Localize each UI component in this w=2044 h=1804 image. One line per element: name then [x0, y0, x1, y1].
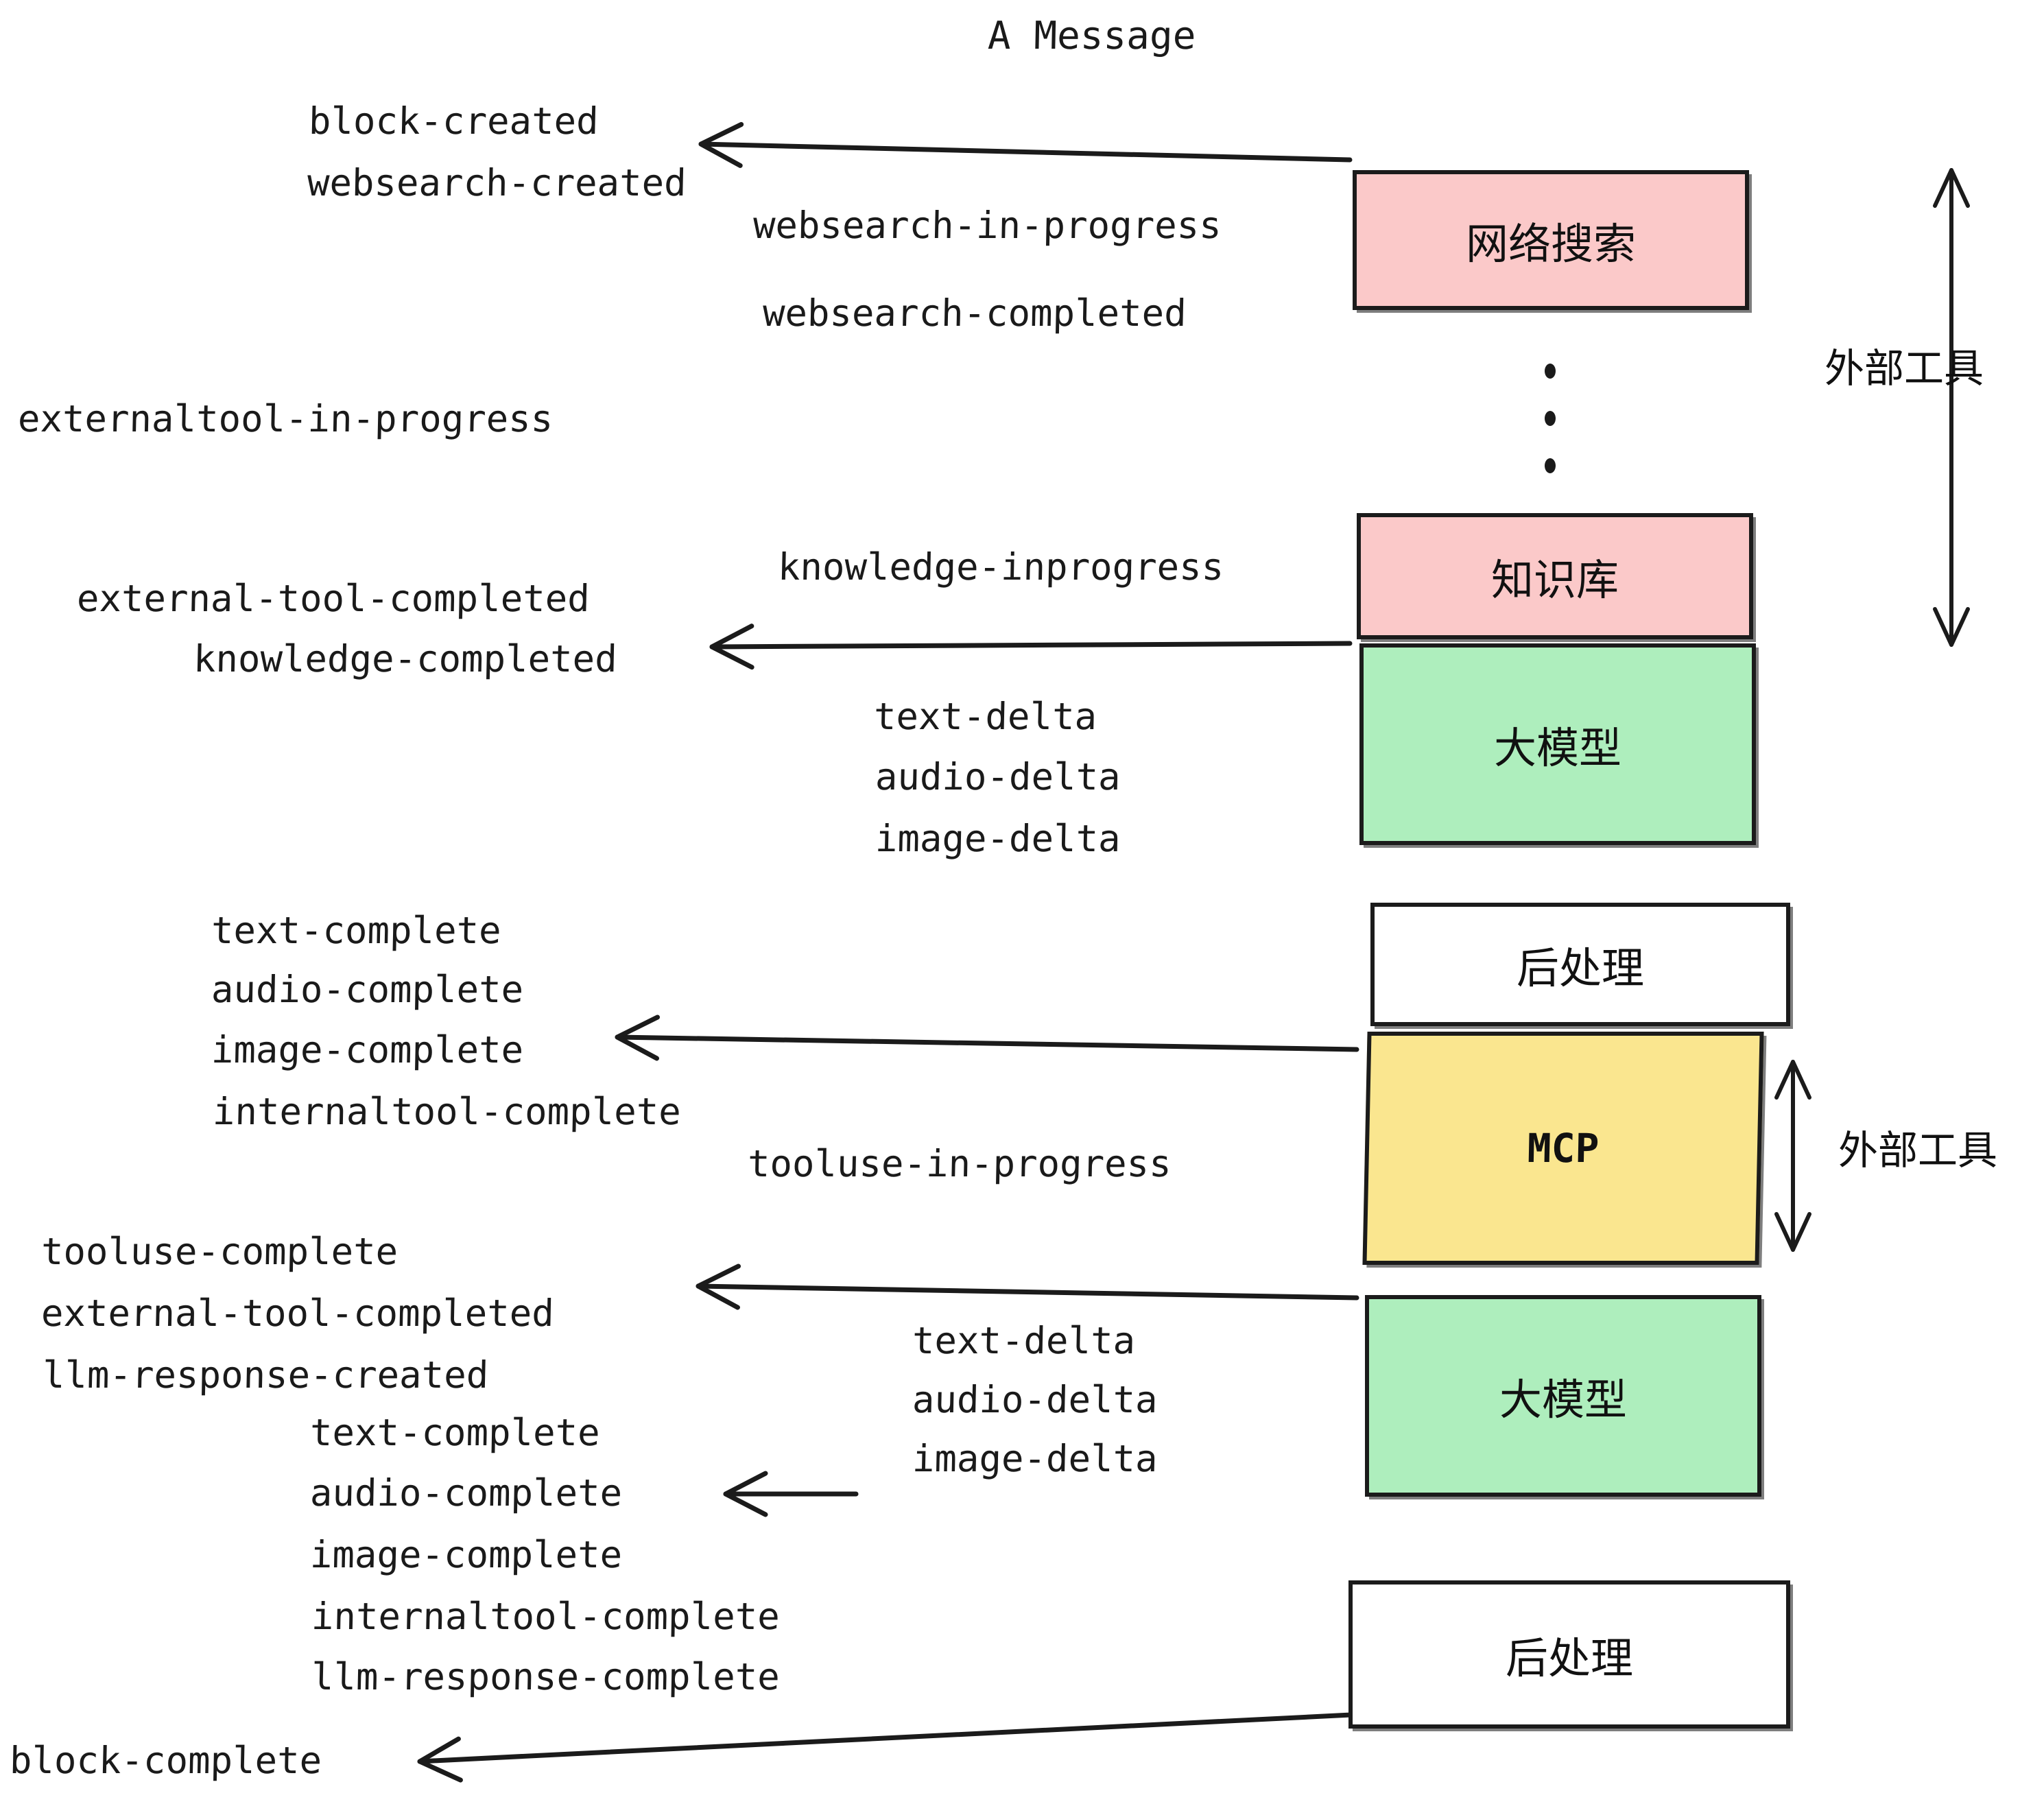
- event-label-image-complete-2: image-complete: [309, 1533, 623, 1576]
- arrow-block-complete-head: [417, 1736, 463, 1783]
- event-label-text-complete-2: text-complete: [309, 1411, 601, 1454]
- event-label-audio-delta-2: audio-delta: [912, 1378, 1158, 1421]
- page-title: A Message: [987, 14, 1197, 58]
- arrow-block-complete: [417, 1712, 1354, 1783]
- event-label-external-tool-completed-1: external-tool-completed: [76, 577, 591, 620]
- event-label-internaltool-complete-2: internaltool-complete: [311, 1595, 781, 1638]
- box-knowledge: 知识库: [1357, 513, 1753, 639]
- event-label-llm-response-created: llm-response-created: [42, 1353, 489, 1397]
- arrow-knowledge-completed: [709, 624, 1353, 670]
- event-label-knowledge-completed: knowledge-completed: [193, 637, 618, 680]
- external-tools-arrow-top-head-up: [1933, 168, 1970, 208]
- event-label-audio-delta-1: audio-delta: [875, 755, 1121, 798]
- event-label-block-created: block-created: [308, 99, 599, 143]
- external-tools-arrow-bottom-head-down: [1774, 1212, 1811, 1252]
- arrow-block-created-line: [698, 141, 1353, 163]
- box-llm-2: 大模型: [1365, 1295, 1761, 1497]
- event-label-text-delta-2: text-delta: [912, 1319, 1136, 1362]
- arrow-audio-complete: [723, 1471, 859, 1517]
- arrow-block-created-head: [698, 121, 744, 168]
- arrow-image-complete-line: [615, 1034, 1359, 1052]
- event-label-tooluse-complete: tooluse-complete: [40, 1230, 399, 1273]
- arrow-audio-complete-head: [723, 1471, 768, 1517]
- box-label: 后处理: [1505, 1633, 1633, 1683]
- arrow-image-complete-head: [615, 1014, 660, 1061]
- side-label-external-tools-bottom: 外部工具: [1838, 1127, 1998, 1174]
- arrow-knowledge-completed-head: [709, 624, 754, 670]
- arrow-tooluse-complete: [696, 1263, 1359, 1310]
- arrow-block-created: [698, 121, 1353, 168]
- box-llm-1: 大模型: [1359, 643, 1756, 845]
- box-label: 大模型: [1493, 723, 1621, 773]
- external-tools-arrow-bottom: [1774, 1060, 1811, 1252]
- arrow-knowledge-completed-line: [709, 641, 1353, 650]
- box-label: 后处理: [1516, 943, 1644, 993]
- external-tools-arrow-top: [1933, 168, 1970, 647]
- box-label: 网络搜索: [1465, 219, 1636, 269]
- event-label-websearch-in-progress: websearch-in-progress: [752, 204, 1222, 247]
- external-tools-arrow-top-head-down: [1933, 607, 1970, 647]
- event-label-knowledge-inprogress: knowledge-inprogress: [777, 545, 1224, 589]
- external-tools-arrow-bottom-head-up: [1774, 1060, 1811, 1100]
- arrow-tooluse-complete-line: [696, 1283, 1359, 1301]
- box-label: 知识库: [1490, 555, 1619, 605]
- box-label: 大模型: [1499, 1375, 1627, 1425]
- event-label-audio-complete-2: audio-complete: [309, 1471, 623, 1515]
- arrow-block-complete-line: [417, 1712, 1354, 1764]
- event-label-audio-complete-1: audio-complete: [211, 968, 524, 1011]
- event-label-text-delta-1: text-delta: [873, 695, 1097, 738]
- event-label-external-tool-completed-2: external-tool-completed: [40, 1292, 555, 1335]
- event-label-image-complete-1: image-complete: [211, 1028, 524, 1071]
- event-label-llm-response-complete: llm-response-complete: [311, 1655, 781, 1698]
- box-postprocess-1: 后处理: [1370, 903, 1790, 1026]
- arrow-image-complete: [615, 1014, 1359, 1061]
- box-postprocess-2: 后处理: [1348, 1580, 1790, 1729]
- side-label-external-tools-top: 外部工具: [1825, 345, 1984, 392]
- event-label-internaltool-complete-1: internaltool-complete: [212, 1090, 682, 1133]
- box-websearch: 网络搜索: [1353, 170, 1749, 310]
- event-label-text-complete-1: text-complete: [211, 909, 502, 952]
- arrow-tooluse-complete-head: [696, 1263, 741, 1310]
- event-label-websearch-created: websearch-created: [307, 161, 687, 204]
- event-label-tooluse-in-progress: tooluse-in-progress: [747, 1142, 1172, 1185]
- event-label-websearch-completed: websearch-completed: [762, 292, 1187, 335]
- event-label-block-complete: block-complete: [9, 1739, 322, 1782]
- box-mcp: MCP: [1362, 1032, 1764, 1265]
- event-label-image-delta-1: image-delta: [875, 817, 1121, 860]
- vertical-ellipsis-icon: [1543, 364, 1557, 473]
- box-label: MCP: [1526, 1125, 1600, 1172]
- event-label-image-delta-2: image-delta: [912, 1437, 1158, 1480]
- event-label-externaltool-in-progress: externaltool-in-progress: [17, 397, 554, 440]
